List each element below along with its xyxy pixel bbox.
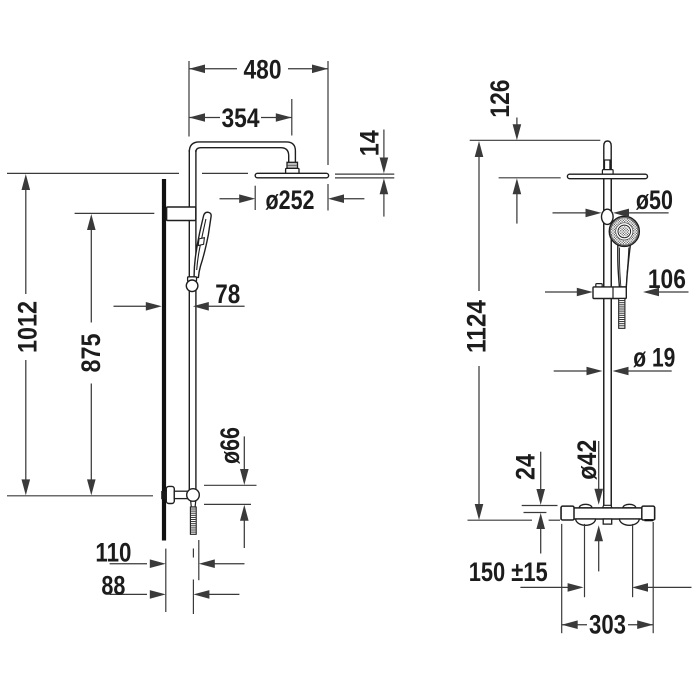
svg-text:14: 14 [355,130,385,156]
svg-text:110: 110 [95,538,131,568]
svg-text:150 ±15: 150 ±15 [469,557,548,587]
svg-text:88: 88 [101,571,125,601]
svg-text:ø66: ø66 [215,427,245,464]
svg-text:875: 875 [76,334,106,373]
svg-text:ø50: ø50 [636,185,673,215]
svg-text:78: 78 [215,279,240,309]
svg-text:ø42: ø42 [572,440,602,480]
svg-text:1012: 1012 [12,301,42,353]
svg-text:ø 19: ø 19 [633,342,675,372]
svg-text:354: 354 [222,103,260,133]
svg-text:126: 126 [485,80,515,118]
svg-text:106: 106 [648,264,686,294]
svg-text:24: 24 [511,454,541,480]
svg-text:303: 303 [589,610,626,640]
svg-text:ø252: ø252 [266,185,315,215]
svg-text:1124: 1124 [462,300,492,353]
svg-text:480: 480 [244,54,282,84]
